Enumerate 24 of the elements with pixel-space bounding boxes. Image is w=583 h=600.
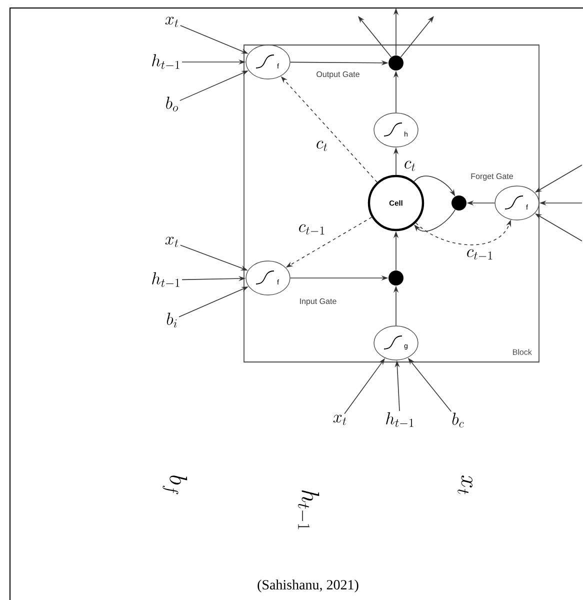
edge-label: $c_t$	[314, 140, 329, 152]
edge-label: $c_t$	[402, 160, 417, 172]
gate-label: Input Gate	[300, 298, 336, 306]
arrow	[414, 209, 456, 232]
caption: (Sahishanu, 2021)	[258, 580, 358, 592]
rotated-symbol: $h_{t-1}$	[298, 490, 320, 530]
gate-label: Forget Gate	[471, 173, 513, 181]
input-symbol: $b_i$	[166, 312, 177, 328]
multiply-dot	[452, 196, 466, 210]
input-symbol: $b_o$	[166, 96, 178, 112]
multiply-dot	[388, 56, 404, 70]
edge-label: $c_{t-1}$	[297, 223, 327, 237]
edge-label: $c_{t-1}$	[465, 248, 495, 262]
input-symbol: $b_c$	[452, 412, 464, 428]
input-symbol: $x_t$	[333, 414, 346, 426]
gate-label: Output Gate	[316, 71, 360, 79]
multiply-dot	[388, 270, 404, 286]
input-symbol: $h_{t-1}$	[386, 412, 414, 427]
input-symbol: $x_t$	[165, 16, 178, 28]
input-symbol: $h_{t-1}$	[152, 272, 180, 287]
input-symbol: $x_t$	[165, 236, 178, 248]
input-symbol: $h_{t-1}$	[152, 54, 180, 69]
rotated-symbol: $x_t$	[458, 475, 472, 494]
rotated-symbol: $b_f$	[162, 476, 188, 494]
